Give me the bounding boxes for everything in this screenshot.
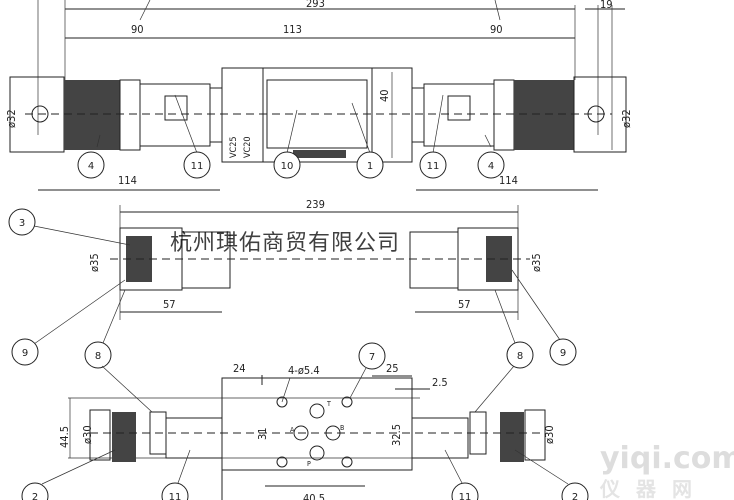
dim-end-offset: 19 <box>600 0 613 11</box>
port-t: T <box>326 400 331 408</box>
dim-dia-35-left: ø35 <box>88 253 101 272</box>
balloon-top-4-right: 4 <box>477 151 505 179</box>
dim-dia-30-left: ø30 <box>81 425 94 444</box>
svg-text:11: 11 <box>191 161 204 172</box>
dim-dia-35-right: ø35 <box>530 253 543 272</box>
port-b: B <box>340 424 344 432</box>
svg-text:3: 3 <box>19 218 25 229</box>
dim-2-5: 2.5 <box>432 376 448 389</box>
svg-text:11: 11 <box>427 161 440 172</box>
dim-31: 31 <box>256 427 269 440</box>
left-actuator <box>9 76 223 153</box>
balloon-top-10: 10 <box>273 151 301 179</box>
balloon-mid-8-left: 8 <box>84 341 112 369</box>
balloon-top-1: 1 <box>356 151 384 179</box>
bottom-view: T A B P 24 4-ø5.4 25 2.5 44.5 ø30 ø30 31… <box>58 362 556 500</box>
top-view: 293 19 90 113 90 <box>5 0 633 191</box>
dim-32-5: 32.5 <box>390 424 403 446</box>
svg-text:11: 11 <box>169 492 182 500</box>
dim-40-5: 40.5 <box>303 492 325 500</box>
middle-view: 239 ø35 ø35 57 57 <box>88 198 543 320</box>
site-cn-watermark: 仪器网 <box>599 477 708 500</box>
balloon-bot-7: 7 <box>358 342 386 370</box>
port-a: A <box>290 426 295 434</box>
dim-left-actuator: 90 <box>131 23 144 36</box>
balloon-bot-2-left: 2 <box>21 482 49 500</box>
balloon-mid-9-right: 9 <box>549 338 577 366</box>
svg-text:7: 7 <box>369 352 375 363</box>
svg-text:2: 2 <box>32 492 38 500</box>
dim-44-5: 44.5 <box>58 426 71 448</box>
dim-cap-57-right: 57 <box>458 298 471 311</box>
balloon-top-4-left: 4 <box>77 151 105 179</box>
dim-right-114: 114 <box>499 174 518 187</box>
svg-text:11: 11 <box>459 492 472 500</box>
dim-overall: 293 <box>306 0 325 10</box>
svg-text:4: 4 <box>88 161 94 172</box>
svg-text:8: 8 <box>517 351 523 362</box>
balloon-top-11-left: 11 <box>183 151 211 179</box>
svg-text:8: 8 <box>95 351 101 362</box>
dim-dia-32-right: ø32 <box>620 109 633 128</box>
balloon-bot-11-right: 11 <box>451 482 479 500</box>
dim-body: 113 <box>283 23 302 36</box>
dim-25: 25 <box>386 362 399 375</box>
svg-text:9: 9 <box>22 348 28 359</box>
dim-span-239: 239 <box>306 198 325 211</box>
body-label-vc25: VC25 <box>229 137 239 159</box>
dim-dia-30-right: ø30 <box>543 425 556 444</box>
balloon-bot-2-right: 2 <box>561 482 589 500</box>
balloon-mid-8-right: 8 <box>506 341 534 369</box>
dim-left-114: 114 <box>118 174 137 187</box>
site-watermark: yiqi.com <box>600 441 734 476</box>
dim-dia-32-left: ø32 <box>5 109 18 128</box>
dim-cap-57-left: 57 <box>163 298 176 311</box>
dim-right-actuator: 90 <box>490 23 503 36</box>
port-p: P <box>307 460 311 468</box>
body-label-vc20: VC20 <box>243 137 253 159</box>
balloon-bot-11-left: 11 <box>161 482 189 500</box>
right-actuator <box>411 76 627 153</box>
balloon-mid-9-left: 9 <box>11 338 39 366</box>
company-watermark: 杭州琪佑商贸有限公司 <box>170 231 400 256</box>
balloons: 4 11 10 1 11 4 3 9 8 8 9 7 2 11 11 2 <box>8 94 589 500</box>
dim-height-40: 40 <box>378 89 391 102</box>
balloon-top-11-right: 11 <box>419 151 447 179</box>
svg-text:10: 10 <box>281 161 294 172</box>
svg-text:9: 9 <box>560 348 566 359</box>
dim-24: 24 <box>233 362 246 375</box>
svg-text:1: 1 <box>367 161 373 172</box>
dim-holes: 4-ø5.4 <box>288 364 320 377</box>
balloon-mid-3: 3 <box>8 208 36 236</box>
svg-text:2: 2 <box>572 492 578 500</box>
svg-text:4: 4 <box>488 161 494 172</box>
valve-body: VC25 VC20 40 <box>221 67 413 163</box>
